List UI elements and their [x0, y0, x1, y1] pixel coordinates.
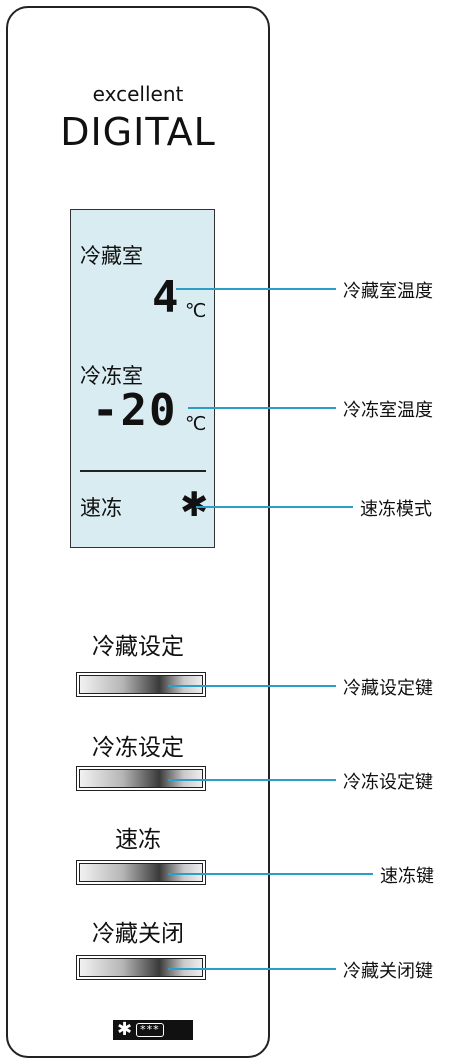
leader-line-freezer-set-key	[168, 779, 336, 781]
leader-line-fridge-off-key	[168, 968, 336, 970]
callout-freezer-set-key: 冷冻设定键	[343, 772, 433, 793]
snowflake-icon: ✱	[180, 485, 209, 525]
freezer-set-label: 冷冻设定	[92, 735, 184, 761]
freezer-set-button[interactable]	[76, 766, 206, 791]
freezer-star-rating-badge: ✱ ***	[113, 1020, 193, 1040]
fridge-off-button[interactable]	[76, 955, 206, 980]
freezer-temperature-unit: ℃	[185, 413, 207, 435]
callout-fridge-off-key: 冷藏关闭键	[343, 961, 433, 982]
key-face	[79, 958, 203, 977]
leader-line-quick-freeze-key	[168, 873, 373, 875]
freezer-compartment-label: 冷冻室	[80, 364, 143, 388]
callout-freezer-temp: 冷冻室温度	[343, 400, 433, 421]
leader-line-freezer-temp	[188, 407, 336, 409]
quick-freeze-label: 速冻	[115, 827, 161, 853]
snowflake-icon: ✱	[117, 1019, 133, 1040]
fridge-set-label: 冷藏设定	[92, 634, 184, 660]
leader-line-fridge-set-key	[168, 685, 336, 687]
fridge-temperature-unit: ℃	[185, 300, 207, 322]
key-face	[79, 863, 203, 882]
key-face	[79, 675, 203, 694]
callout-quick-freeze-key: 速冻键	[380, 866, 434, 887]
freezer-temperature-readout: -20	[92, 385, 178, 436]
leader-line-fridge-temp	[176, 288, 336, 290]
key-face	[79, 769, 203, 788]
display-divider	[80, 470, 206, 472]
fridge-compartment-label: 冷藏室	[80, 244, 143, 268]
callout-quick-freeze-mode: 速冻模式	[360, 499, 432, 520]
leader-line-quick-freeze-mode	[196, 506, 353, 508]
quick-freeze-button[interactable]	[76, 860, 206, 885]
callout-fridge-set-key: 冷藏设定键	[343, 678, 433, 699]
lcd-display	[70, 209, 215, 548]
quick-freeze-indicator-label: 速冻	[80, 496, 122, 520]
brand-name: DIGITAL	[60, 110, 216, 154]
fridge-temperature-readout: 4	[152, 272, 181, 323]
brand-tagline: excellent	[92, 82, 184, 106]
callout-fridge-temp: 冷藏室温度	[343, 281, 433, 302]
star-rating: ***	[136, 1023, 164, 1037]
fridge-off-label: 冷藏关闭	[92, 921, 184, 947]
fridge-set-button[interactable]	[76, 672, 206, 697]
